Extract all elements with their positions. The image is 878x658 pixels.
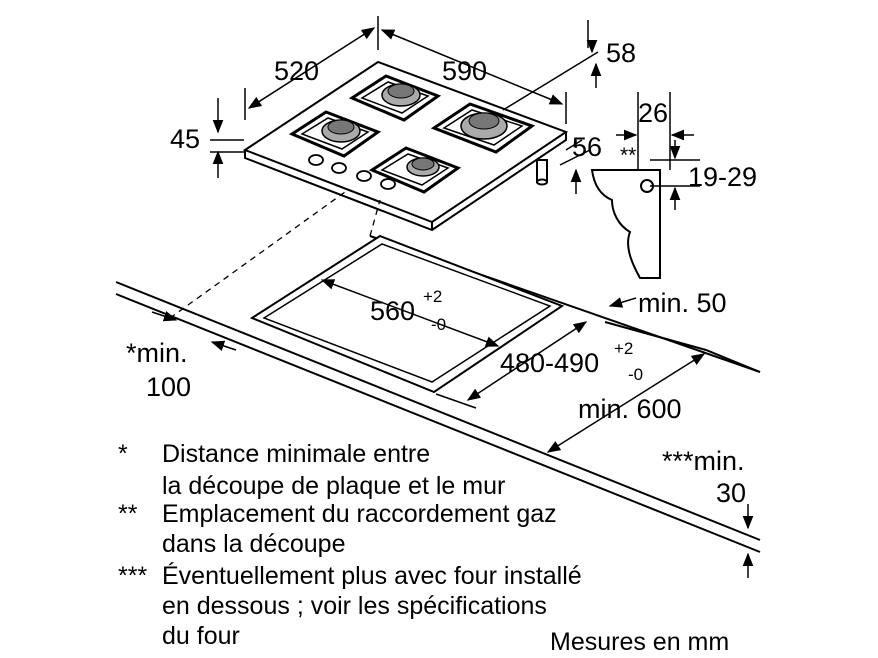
note-1-line-2: la découpe de plaque et le mur — [162, 472, 505, 500]
countertop-profile — [590, 169, 661, 279]
dim-cutout-width-label: 560 — [370, 296, 415, 326]
dim-min-wall-line1: *min. — [126, 338, 188, 368]
burner-right — [430, 102, 536, 154]
note-3-line-1: Éventuellement plus avec four installé — [162, 561, 582, 590]
dim-min-below-line1: ***min. — [662, 446, 745, 476]
dim-min-below-line2: 30 — [716, 478, 746, 508]
note-1-marker: * — [118, 440, 128, 468]
note-2-line-1: Emplacement du raccordement gaz — [162, 500, 557, 528]
dim-gas-depth-label: 56 — [572, 132, 602, 162]
hob-drawing — [242, 60, 569, 232]
control-knobs — [308, 154, 396, 190]
dim-rear-offset-label: 26 — [638, 98, 668, 128]
burner-left — [288, 110, 382, 158]
units-label: Mesures en mm — [550, 628, 729, 656]
dim-min-rear-label: min. 50 — [638, 288, 727, 318]
dim-height-label: 45 — [170, 124, 200, 154]
cutout-inner — [262, 243, 552, 383]
dim-cutout-depth-tol-minus: -0 — [628, 365, 643, 384]
dim-cutout-depth-label: 480-490 — [500, 348, 599, 378]
dim-top-clearance-label: 58 — [606, 38, 636, 68]
cutout-dimension-lines — [151, 279, 754, 578]
note-1-line-1: Distance minimale entre — [162, 440, 430, 468]
note-3-line-2: en dessous ; voir les spécifications — [162, 592, 547, 620]
note-3-marker: *** — [118, 562, 147, 590]
dim-width-label: 520 — [274, 56, 319, 86]
note-3-line-3: du four — [162, 622, 240, 650]
profile-dimension-lines — [616, 92, 700, 210]
note-2-line-2: dans la découpe — [162, 530, 345, 558]
dim-cutout-depth-tol-plus: +2 — [614, 339, 633, 358]
dim-gas-marker-label: ** — [620, 144, 636, 167]
dim-cutout-width-tol-minus: -0 — [431, 315, 446, 334]
note-2-marker: ** — [118, 500, 138, 528]
dim-depth-label: 590 — [442, 56, 487, 86]
hob-dimension-lines — [210, 16, 602, 194]
dim-gas-range-label: 19-29 — [688, 162, 757, 192]
dim-min-depth-label: min. 600 — [578, 394, 682, 424]
notes-list: * Distance minimale entre la découpe de … — [118, 440, 729, 656]
gas-connector — [536, 159, 548, 186]
dim-min-wall-line2: 100 — [146, 372, 191, 402]
dim-cutout-width-tol-plus: +2 — [423, 287, 442, 306]
dim-line-520 — [247, 27, 376, 109]
burner-front — [368, 146, 462, 194]
